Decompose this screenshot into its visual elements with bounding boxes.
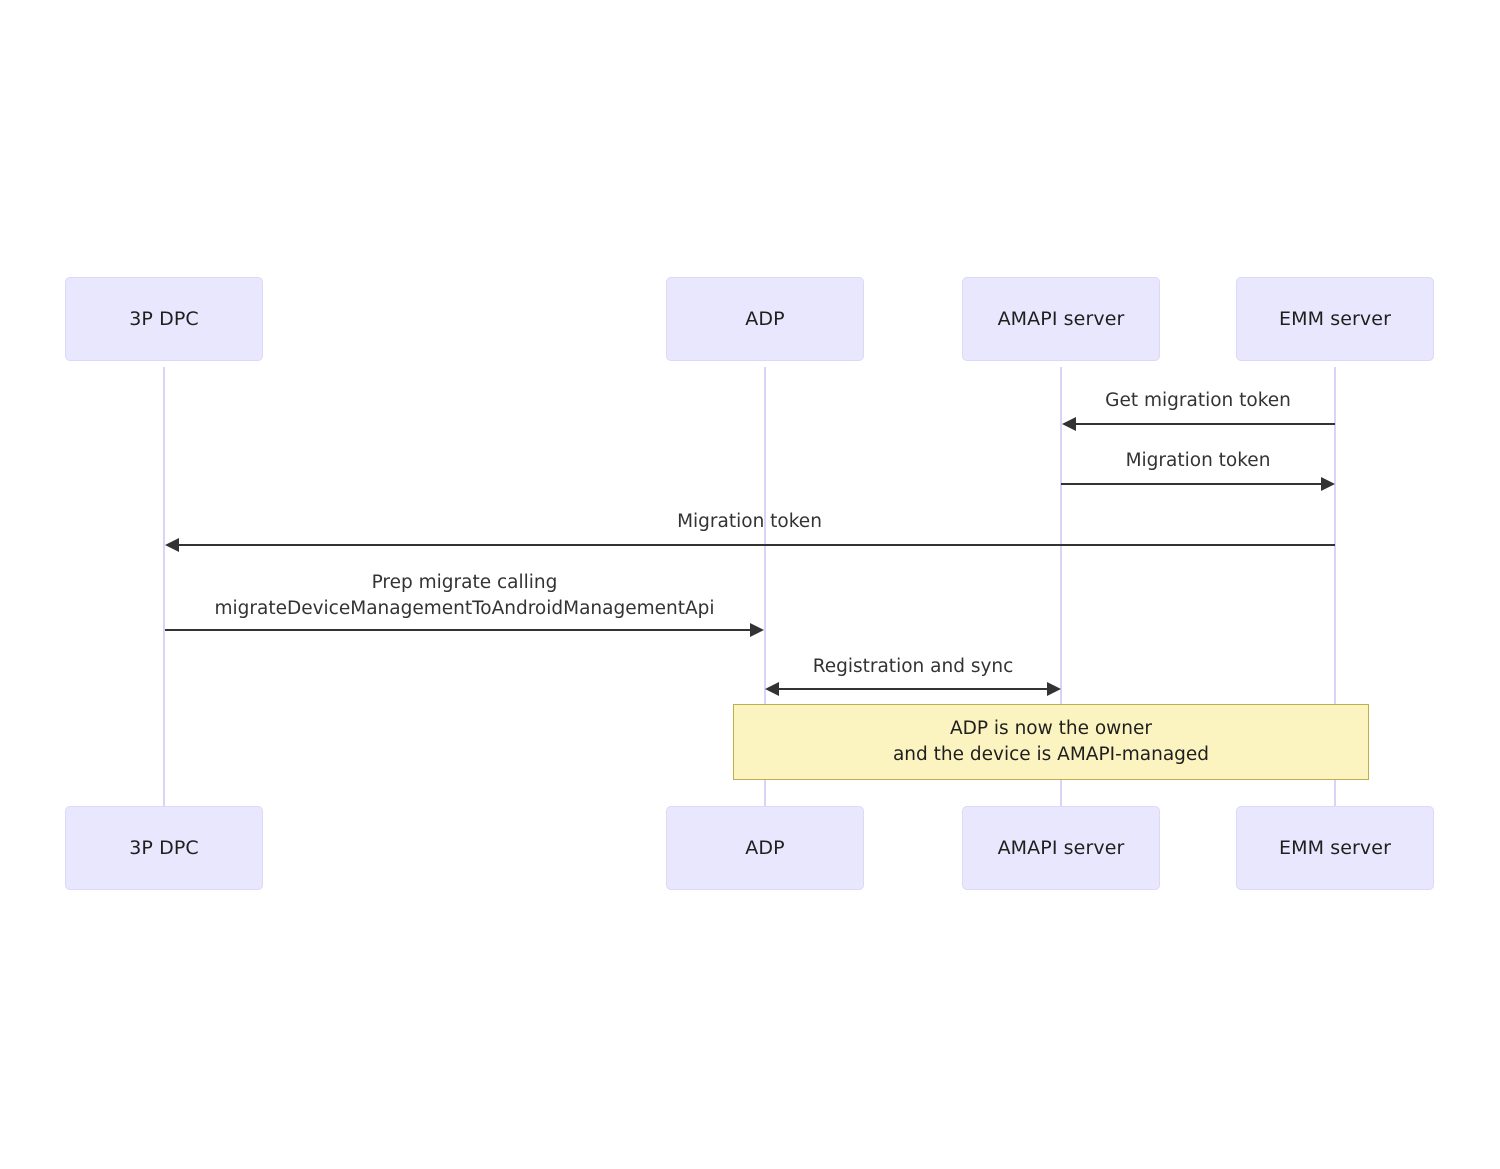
lifeline-adp [764, 367, 766, 807]
participant-bottom-3p-dpc[interactable]: 3P DPC [65, 806, 263, 890]
participant-label: 3P DPC [129, 837, 199, 859]
message-label-get-migration-token: Get migration token [1105, 390, 1291, 411]
note-adp-is-now-the-owner: ADP is now the owner and the device is A… [733, 704, 1369, 780]
message-label-migration-token-to-dpc: Migration token [677, 511, 822, 532]
participant-label: 3P DPC [129, 308, 199, 330]
lifeline-3p-dpc [163, 367, 165, 807]
participant-label: AMAPI server [997, 837, 1125, 859]
message-line-registration-and-sync [779, 688, 1047, 690]
participant-label: AMAPI server [997, 308, 1125, 330]
arrowhead-left-get-migration-token [1062, 417, 1076, 431]
message-label-prep-migrate: Prep migrate calling migrateDeviceManage… [214, 572, 715, 619]
participant-top-adp[interactable]: ADP [666, 277, 864, 361]
arrowhead-right-registration-and-sync [1047, 682, 1061, 696]
participant-top-emm-server[interactable]: EMM server [1236, 277, 1434, 361]
arrowhead-left-registration-and-sync [765, 682, 779, 696]
lifeline-amapi-server [1060, 367, 1062, 807]
message-line-migration-token-to-dpc [169, 544, 1335, 546]
participant-label: ADP [745, 308, 785, 330]
message-line-prep-migrate [165, 629, 750, 631]
participant-bottom-adp[interactable]: ADP [666, 806, 864, 890]
participant-bottom-emm-server[interactable]: EMM server [1236, 806, 1434, 890]
arrowhead-right-migration-token-to-emm [1321, 477, 1335, 491]
participant-bottom-amapi-server[interactable]: AMAPI server [962, 806, 1160, 890]
message-label-migration-token-to-emm: Migration token [1125, 450, 1271, 471]
participant-label: ADP [745, 837, 785, 859]
arrowhead-right-prep-migrate [750, 623, 764, 637]
arrowhead-left-migration-token-to-dpc [165, 538, 179, 552]
message-line-migration-token-to-emm [1061, 483, 1321, 485]
message-line-get-migration-token [1066, 423, 1335, 425]
participant-top-amapi-server[interactable]: AMAPI server [962, 277, 1160, 361]
participant-label: EMM server [1279, 837, 1391, 859]
participant-label: EMM server [1279, 308, 1391, 330]
message-label-registration-and-sync: Registration and sync [812, 656, 1014, 677]
participant-top-3p-dpc[interactable]: 3P DPC [65, 277, 263, 361]
lifeline-emm-server [1334, 367, 1336, 807]
